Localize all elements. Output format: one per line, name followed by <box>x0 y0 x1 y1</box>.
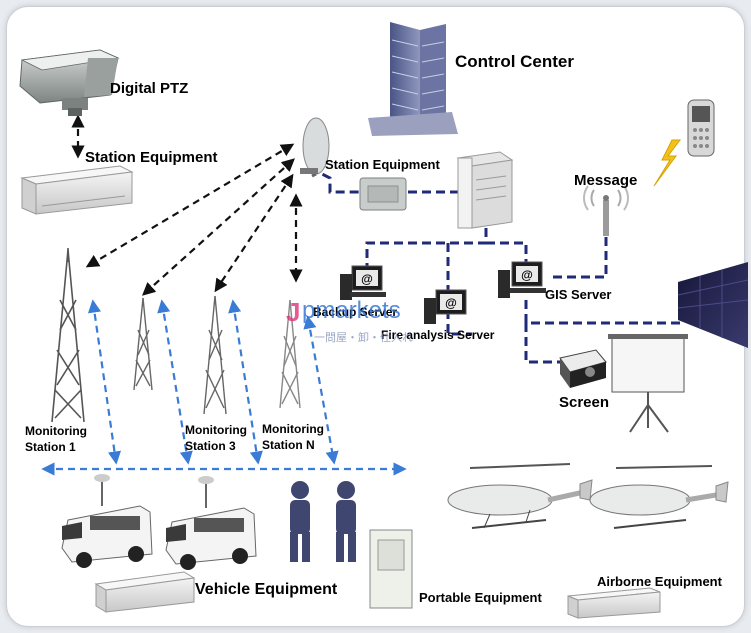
link-server-backup <box>365 228 488 270</box>
link-tower2-bus <box>157 299 193 465</box>
video-wall-icon <box>677 262 749 348</box>
svg-text:@: @ <box>361 272 373 286</box>
label-monitoring-station-3-line2: Station 3 <box>185 439 236 453</box>
link-fire-out <box>446 310 472 336</box>
wireless-links-black <box>71 114 303 296</box>
label-control-center: Control Center <box>455 52 574 71</box>
label-station-equipment-center: Station Equipment <box>325 157 441 172</box>
helicopter-drone-icon-2 <box>589 465 729 529</box>
backup-server-computer-icon: @ <box>340 265 386 300</box>
person-portable-icon-2 <box>336 481 356 562</box>
label-monitoring-station-1-line1: Monitoring <box>25 424 87 438</box>
gis-server-computer-icon: @ <box>498 261 546 298</box>
helicopter-drone-icon-1 <box>447 463 593 529</box>
link-gis-wall <box>524 300 680 325</box>
watermark: J pmarkets 一問屋・卸・仕入れ <box>286 297 413 344</box>
link-towerN-bus <box>303 315 339 465</box>
watermark-brand-rest: pmarkets <box>302 297 401 324</box>
station-equipment-box-icon <box>359 177 407 211</box>
link-dish-station <box>309 166 360 194</box>
tower-icon-1 <box>51 248 85 423</box>
portable-equipment-box-icon <box>369 529 413 609</box>
mobile-phone-icon <box>687 99 715 157</box>
label-screen: Screen <box>559 394 609 411</box>
vehicle-van-icon-2 <box>165 476 257 570</box>
label-fire-analysis-server: Fire analysis Server <box>381 328 495 342</box>
label-monitoring-station-n-line2: Station N <box>262 438 315 452</box>
label-digital-ptz: Digital PTZ <box>110 80 188 97</box>
projection-screen-icon <box>608 334 688 433</box>
dish-antenna-icon <box>300 117 330 178</box>
link-gis-screen <box>524 323 562 364</box>
fire-analysis-computer-icon: @ <box>424 289 467 324</box>
label-monitoring-station-1-line2: Station 1 <box>25 440 76 454</box>
label-backup-server: Backup Server <box>313 305 397 319</box>
link-gis-message <box>553 225 608 279</box>
label-monitoring-station-n-line1: Monitoring <box>262 422 324 436</box>
message-antenna-icon <box>583 185 629 236</box>
label-airborne-equipment: Airborne Equipment <box>597 574 723 589</box>
main-server-icon <box>456 151 514 229</box>
station-equipment-rack-icon <box>20 165 134 215</box>
wireless-links-blue <box>41 299 407 476</box>
network-links <box>309 166 680 364</box>
link-server-gis <box>486 241 528 262</box>
label-message: Message <box>574 172 637 189</box>
tower-icon-2 <box>133 297 153 391</box>
label-monitoring-station-3-line1: Monitoring <box>185 423 247 437</box>
label-portable-equipment: Portable Equipment <box>419 590 542 605</box>
tower-icon-3 <box>203 295 227 415</box>
airborne-equipment-rack-icon <box>567 587 661 619</box>
link-dish-tower3 <box>214 173 294 293</box>
link-tower1-bus <box>87 299 122 465</box>
watermark-subtitle: 一問屋・卸・仕入れ <box>314 330 413 344</box>
vehicle-equipment-rack-icon <box>94 571 196 613</box>
label-vehicle-equipment: Vehicle Equipment <box>195 581 338 598</box>
vehicle-van-icon-1 <box>61 474 153 568</box>
lightning-icon <box>653 139 681 187</box>
tower-icon-n <box>279 299 301 409</box>
link-tower3-bus <box>228 299 263 465</box>
watermark-brand-j: J <box>286 297 300 327</box>
label-gis-server: GIS Server <box>545 287 612 302</box>
person-portable-icon-1 <box>290 481 310 562</box>
control-center-building-icon <box>368 22 458 136</box>
svg-text:@: @ <box>445 296 457 310</box>
link-dish-tower2 <box>142 158 295 296</box>
svg-text:@: @ <box>521 268 533 282</box>
ptz-camera-icon <box>19 49 120 116</box>
projector-icon <box>559 349 607 388</box>
label-station-equipment-left: Station Equipment <box>85 149 218 166</box>
